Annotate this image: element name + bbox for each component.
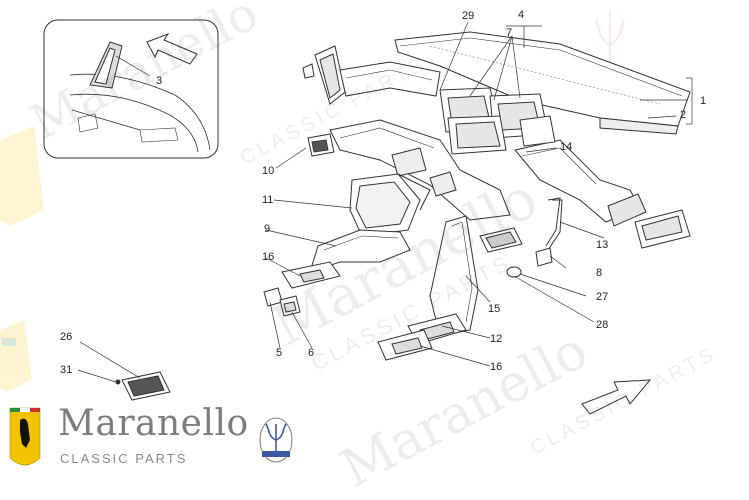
callout-1: 1 [700, 95, 707, 107]
trident-badge-icon [259, 417, 293, 463]
callout-29: 29 [462, 10, 475, 22]
callout-4: 4 [518, 9, 525, 21]
part-8-pipe [535, 197, 563, 267]
right-duct [514, 115, 691, 249]
part-11-display-frame [349, 173, 431, 237]
callout-6: 6 [308, 347, 315, 359]
direction-arrow-icon [581, 379, 652, 415]
callout-28: 28 [596, 319, 609, 331]
part-16-vent-lower [377, 329, 433, 361]
brand-name: Maranello [58, 403, 249, 444]
callout-2: 2 [680, 109, 687, 121]
callout-16: 16 [262, 251, 275, 263]
ferrari-badge-icon [9, 407, 41, 466]
part-grille-center [479, 227, 523, 253]
callout-11: 11 [262, 194, 274, 206]
watermark-trident [595, 10, 625, 70]
callout-3: 3 [156, 75, 163, 87]
callout-12: 12 [490, 333, 503, 345]
watermark-shield-left [0, 126, 44, 392]
part-15-duct [429, 215, 479, 337]
callout-14: 14 [560, 141, 573, 153]
left-side-vent [302, 45, 441, 105]
part-5-6-clips [263, 287, 301, 317]
brand-subtitle: CLASSIC PARTS [60, 451, 188, 466]
callout-13: 13 [596, 239, 609, 251]
callout-31: 31 [60, 364, 73, 376]
callout-7: 7 [506, 27, 513, 39]
callout-26: 26 [60, 331, 73, 343]
callout-16: 16 [490, 361, 503, 373]
part-10-vent [307, 133, 335, 157]
part-28-clip [506, 266, 522, 278]
inset-arrow-icon [146, 32, 198, 65]
callout-10: 10 [262, 165, 275, 177]
callout-9: 9 [264, 223, 271, 235]
part-26-module [115, 371, 171, 401]
center-duct [329, 119, 511, 221]
inset-frame [43, 19, 219, 159]
callout-27: 27 [596, 291, 609, 303]
diagram-drawing [0, 10, 693, 466]
exploded-parts-diagram: Maranello CLASSIC PARTS Maranello CLASSI… [0, 0, 721, 500]
callout-8: 8 [596, 267, 603, 279]
leader-lines [77, 21, 693, 383]
callout-15: 15 [488, 303, 501, 315]
callout-5: 5 [276, 347, 283, 359]
part-16-vent-upper [281, 261, 341, 289]
